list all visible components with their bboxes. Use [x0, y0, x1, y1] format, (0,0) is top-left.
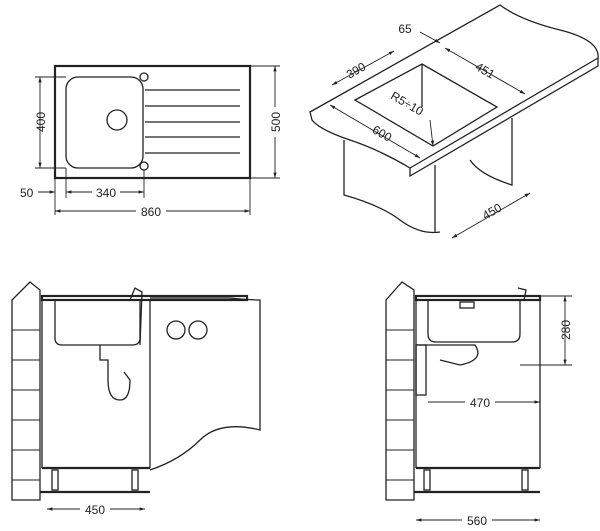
dim-bowl-width: 340	[96, 186, 116, 200]
tap-hole-icon	[139, 72, 149, 82]
dim-overall-width: 860	[141, 205, 161, 219]
dim-overall-depth: 500	[269, 112, 283, 132]
dim-cabinet-depth: 450	[480, 200, 505, 222]
dim-bowl-depth: 280	[559, 320, 573, 340]
cutout-view: 390 65 451 R5÷10 600 450	[309, 4, 599, 239]
dim-cutout-width: 390	[344, 59, 369, 81]
dim-side-cabinet-width: 560	[467, 514, 487, 528]
bowl-outline	[65, 76, 144, 169]
dim-offset: 50	[20, 186, 34, 200]
drainer-ribs	[145, 89, 240, 154]
dim-front-cabinet-width: 450	[85, 503, 105, 517]
front-section-view: 450	[11, 281, 261, 517]
top-view: 400 500 50 340 860	[20, 64, 283, 219]
overflow-hole-icon	[139, 161, 149, 171]
sink-outline	[53, 64, 252, 180]
drain-icon	[106, 109, 128, 131]
dim-bowl-height: 400	[34, 112, 48, 132]
dim-offset-65: 65	[398, 22, 412, 36]
dim-drain-distance: 470	[470, 396, 490, 410]
side-section-view: 280 470 560	[385, 281, 573, 528]
